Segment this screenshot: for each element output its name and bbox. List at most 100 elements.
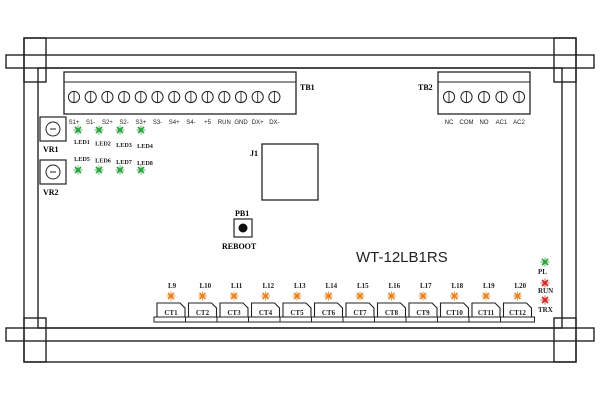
ct-label: CT11: [478, 309, 495, 317]
ct-connector[interactable]: CT4: [248, 302, 283, 323]
ct-label: CT6: [322, 309, 336, 317]
led-label: LED8: [137, 160, 153, 167]
ct-connector[interactable]: CT1: [153, 302, 189, 323]
ct-connector-base: [279, 316, 315, 323]
tb1-terminal[interactable]: GND: [234, 90, 248, 126]
pb1-label: PB1: [235, 209, 249, 218]
tb1-terminal[interactable]: S1-: [84, 90, 97, 126]
tb1-terminal[interactable]: S1+: [67, 90, 81, 126]
tb2-terminal[interactable]: COM: [460, 90, 474, 126]
ct-connector[interactable]: CT8: [374, 302, 409, 323]
led-label: LED3: [116, 142, 132, 149]
channel-led-icon: [324, 291, 333, 301]
tb1-terminal[interactable]: S3-: [151, 90, 164, 126]
ct-connector-base: [468, 316, 504, 323]
ct-connector-base: [153, 316, 189, 323]
connector-j1: J1: [250, 143, 319, 201]
ct-connector[interactable]: CT12: [500, 302, 535, 323]
ct-connector[interactable]: CT10: [437, 302, 472, 323]
tb1-terminal[interactable]: S4+: [168, 90, 181, 126]
led-icon: [115, 165, 125, 175]
clip-top-right: [553, 37, 577, 83]
tb1-terminal[interactable]: S3+: [134, 90, 147, 126]
ct-connector[interactable]: CT6: [311, 302, 346, 323]
channel-led-icon: [418, 291, 428, 301]
tb1-pin-label: S1-: [86, 120, 95, 126]
ct-label: CT12: [509, 309, 526, 317]
ct-label: CT2: [196, 309, 210, 317]
tb1-pin-label: GND: [234, 120, 248, 126]
ct-connector-base: [311, 316, 346, 323]
tb1-terminal[interactable]: S2-: [118, 90, 131, 126]
potentiometer-vr1[interactable]: VR1: [39, 116, 67, 154]
channel-led-label: L18: [452, 282, 464, 290]
ct-connector-base: [342, 316, 378, 323]
ct-connector[interactable]: CT9: [405, 302, 441, 323]
ct-connector[interactable]: CT5: [279, 302, 315, 323]
ct-label: CT10: [446, 309, 463, 317]
led-icon: [115, 125, 125, 135]
tb1-label: TB1: [300, 83, 315, 92]
tb2-terminal[interactable]: AC2: [512, 90, 525, 126]
channel-led-icon: [166, 291, 176, 301]
reboot-button[interactable]: PB1 REBOOT: [222, 209, 257, 251]
ct-label: CT3: [227, 309, 241, 317]
channel-led-icon: [229, 291, 239, 301]
channel-led-icon: [292, 291, 302, 301]
ct-connector[interactable]: CT2: [185, 302, 220, 323]
tb2-terminal[interactable]: AC1: [495, 90, 508, 126]
channel-led-label: L11: [231, 282, 243, 290]
vr1-label: VR1: [43, 145, 59, 154]
tb2-terminal[interactable]: NC: [442, 90, 456, 126]
clip-top-left: [23, 37, 47, 83]
tb1-pin-label: DX+: [252, 120, 264, 126]
tb2-terminal[interactable]: NO: [477, 90, 491, 126]
led-icon: [73, 165, 83, 175]
ct-connector[interactable]: CT7: [342, 302, 378, 323]
ct-label: CT9: [416, 309, 430, 317]
tb1-pin-label: RUN: [218, 120, 231, 126]
tb2-pin-label: AC2: [513, 120, 525, 126]
channel-led-label: L10: [200, 282, 212, 290]
status-led-label: PL: [538, 268, 547, 276]
led-label: LED7: [116, 159, 132, 166]
tb1-terminal[interactable]: DX+: [251, 90, 264, 126]
ct-connector-base: [405, 316, 441, 323]
status-led-label: RUN: [538, 287, 553, 295]
ct-label: CT7: [353, 309, 367, 317]
channel-led-icon: [450, 291, 459, 301]
pb1-caption: REBOOT: [222, 242, 257, 251]
tb1-pin-label: S3+: [135, 120, 146, 126]
ct-connector[interactable]: CT3: [216, 302, 252, 323]
ct-connector-base: [437, 316, 472, 323]
j1-label: J1: [250, 149, 258, 158]
ct-connector-base: [374, 316, 409, 323]
vr2-label: VR2: [43, 188, 59, 197]
tb1-pin-label: S3-: [153, 120, 162, 126]
bottom-rail: [5, 327, 595, 342]
tb1-terminal[interactable]: S2+: [101, 90, 114, 126]
tb1-terminal[interactable]: +5: [201, 90, 214, 126]
tb1-terminal[interactable]: RUN: [218, 90, 231, 126]
tb1-terminal[interactable]: DX-: [268, 90, 281, 126]
tb1-pin-label: S1+: [69, 120, 80, 126]
ct-label: CT5: [290, 309, 304, 317]
potentiometer-vr2[interactable]: VR2: [39, 159, 67, 197]
ct-connector[interactable]: CT11: [468, 302, 504, 323]
tb1-terminal[interactable]: S4-: [184, 90, 197, 126]
enclosure: [5, 37, 595, 363]
led-label: LED6: [95, 157, 111, 164]
ct-connector-base: [248, 316, 283, 323]
led-label: LED4: [137, 143, 153, 150]
channel-led-label: L15: [357, 282, 369, 290]
channel-led-label: L12: [263, 282, 275, 290]
tb1-pin-label: S2-: [119, 120, 128, 126]
channel-led-label: L14: [326, 282, 338, 290]
